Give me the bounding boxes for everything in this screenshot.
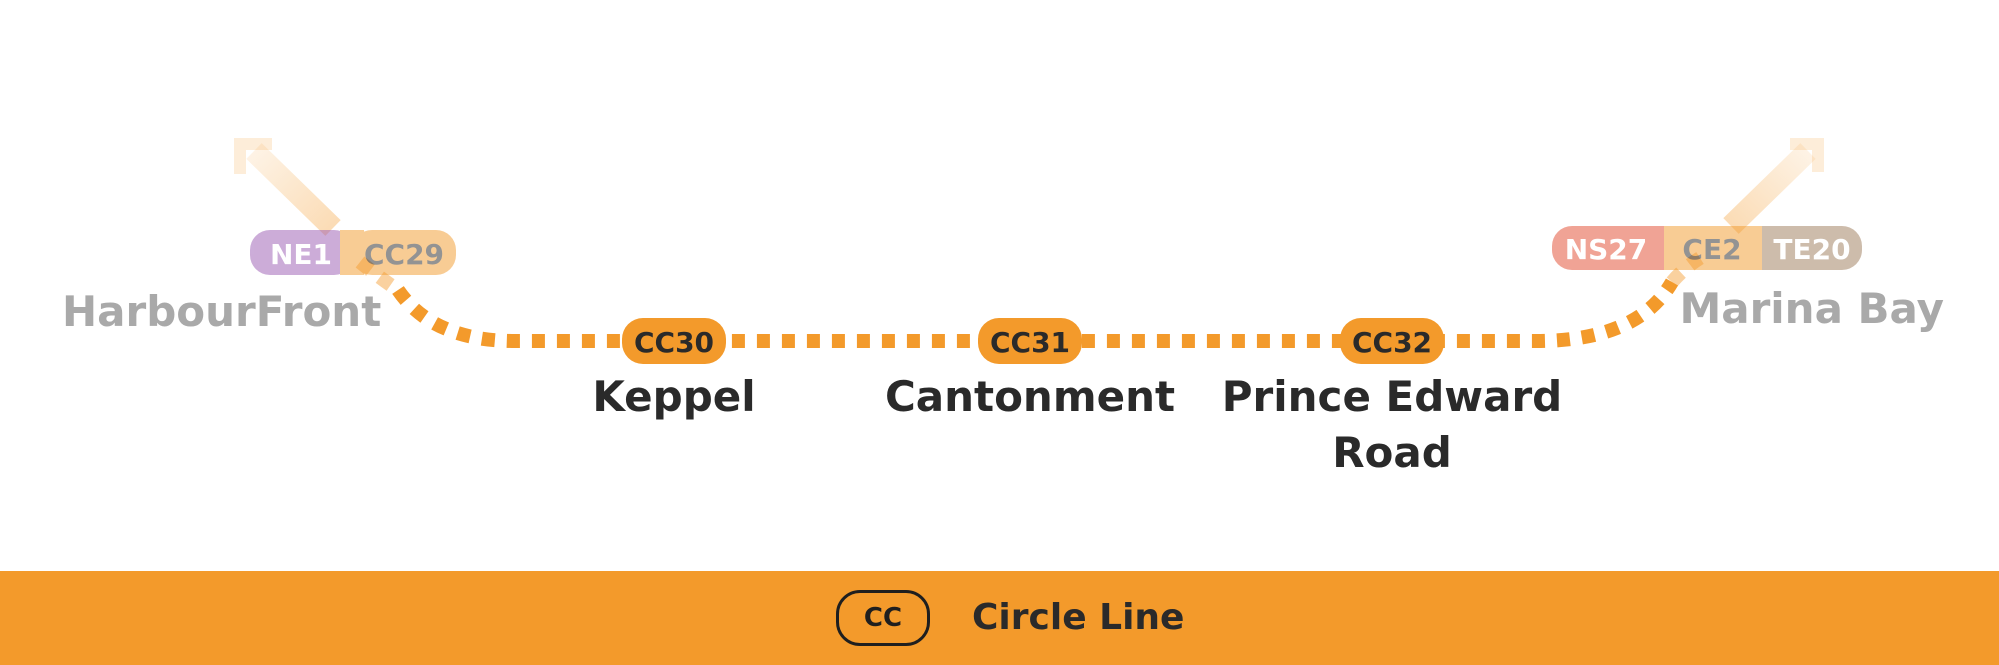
station-prince-edward-road[interactable]: CC32 Prince Edward Road <box>1222 318 1562 477</box>
code-label-ne1: NE1 <box>270 238 332 271</box>
code-label-cc31: CC31 <box>990 326 1070 359</box>
line-diagram: NE1 CC29 HarbourFront CC30 Keppel CC31 C… <box>62 138 1944 477</box>
code-badge-ns27 <box>1552 226 1664 270</box>
code-badge-cc32 <box>1340 318 1444 364</box>
station-marina-bay[interactable]: NS27 CE2 TE20 Marina Bay <box>1552 226 1944 333</box>
code-badge-cc29 <box>352 230 456 275</box>
station-name-keppel: Keppel <box>592 372 755 421</box>
station-name-prince-edward-line1: Prince Edward <box>1222 372 1562 421</box>
code-label-cc29: CC29 <box>364 238 444 271</box>
legend-bar: CC Circle Line <box>0 571 1999 665</box>
arrow-up-right-icon <box>1723 138 1824 234</box>
code-badge-te20 <box>1762 226 1862 270</box>
circle-line-track <box>392 278 1679 348</box>
station-name-cantonment: Cantonment <box>885 372 1175 421</box>
code-label-cc32: CC32 <box>1352 326 1432 359</box>
station-name-harbourfront: HarbourFront <box>62 287 381 336</box>
station-cantonment[interactable]: CC31 Cantonment <box>885 318 1175 421</box>
arrow-up-left-icon <box>234 138 341 236</box>
station-harbourfront[interactable]: NE1 CC29 HarbourFront <box>62 230 456 336</box>
line-name-label: Circle Line <box>972 597 1185 638</box>
code-label-ce2: CE2 <box>1682 233 1741 266</box>
code-badge-cc31 <box>978 318 1082 364</box>
line-code-badge: CC <box>836 590 930 646</box>
code-badge-ce2 <box>1664 226 1764 270</box>
code-label-te20: TE20 <box>1773 233 1850 266</box>
station-keppel[interactable]: CC30 Keppel <box>592 318 756 421</box>
code-label-ns27: NS27 <box>1565 233 1648 266</box>
code-label-cc30: CC30 <box>634 326 714 359</box>
code-badge-cc30 <box>622 318 726 364</box>
station-name-marina-bay: Marina Bay <box>1679 284 1944 333</box>
station-name-prince-edward-line2: Road <box>1332 428 1452 477</box>
code-badge-ne1 <box>250 230 354 275</box>
